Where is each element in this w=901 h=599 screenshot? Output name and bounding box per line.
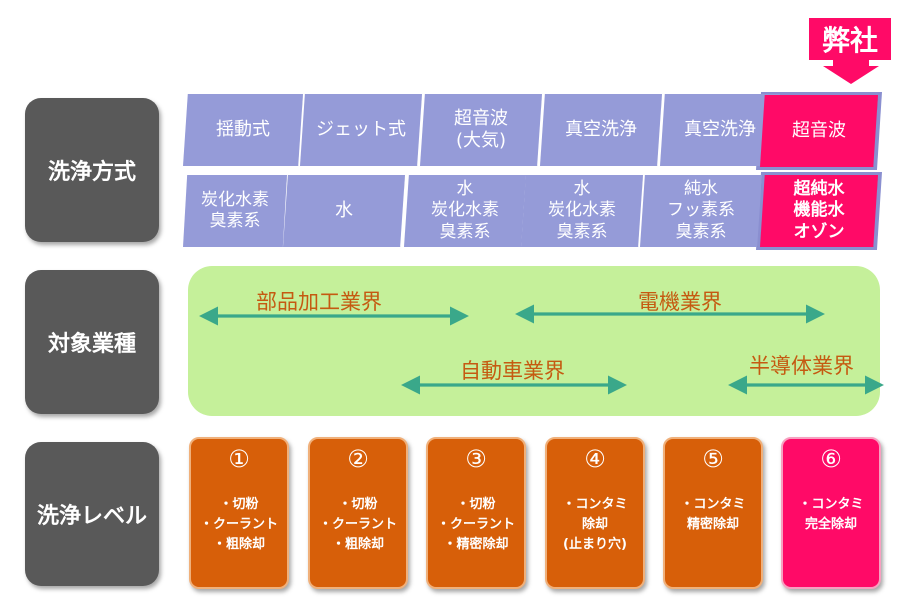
method-bottom-4: 水 炭化水素 臭素系 bbox=[521, 175, 643, 247]
method-top-5: 真空洗浄 bbox=[660, 94, 780, 166]
level-3: ③ ・切粉 ・クーラント ・精密除却 bbox=[426, 437, 526, 589]
method-bottom-3: 水 炭化水素 臭素系 bbox=[404, 175, 526, 247]
method-bottom-6: 超純水 機能水 オゾン bbox=[760, 175, 878, 247]
row-label-level: 洗浄レベル bbox=[25, 442, 159, 586]
method-bottom-5: 純水 フッ素系 臭素系 bbox=[640, 175, 762, 247]
method-top-1: 揺動式 bbox=[183, 94, 303, 166]
company-callout: 弊社 bbox=[809, 18, 891, 60]
level-6: ⑥ ・コンタミ 完全除却 bbox=[781, 437, 881, 589]
method-bottom-1: 炭化水素 臭素系 bbox=[183, 175, 287, 247]
method-top-6: 超音波 bbox=[760, 95, 878, 167]
method-top-2: ジェット式 bbox=[300, 94, 422, 166]
level-2: ② ・切粉 ・クーラント ・粗除却 bbox=[308, 437, 408, 589]
level-5: ⑤ ・コンタミ 精密除却 bbox=[663, 437, 763, 589]
industry-parts: 部品加工業界 bbox=[256, 290, 382, 314]
level-4: ④ ・コンタミ 除却 (止まり穴) bbox=[545, 437, 645, 589]
row-label-industry: 対象業種 bbox=[25, 270, 159, 414]
method-top-3: 超音波 (大気) bbox=[420, 94, 542, 166]
industry-automotive: 自動車業界 bbox=[460, 359, 565, 383]
method-top-4: 真空洗浄 bbox=[540, 94, 662, 166]
method-bottom-2: 水 bbox=[283, 175, 405, 247]
level-1: ① ・切粉 ・クーラント ・粗除却 bbox=[189, 437, 289, 589]
industry-electric: 電機業界 bbox=[638, 290, 722, 314]
industry-semiconductor: 半導体業界 bbox=[749, 354, 854, 378]
callout-arrow-icon bbox=[823, 58, 879, 84]
row-label-method: 洗浄方式 bbox=[25, 98, 159, 242]
